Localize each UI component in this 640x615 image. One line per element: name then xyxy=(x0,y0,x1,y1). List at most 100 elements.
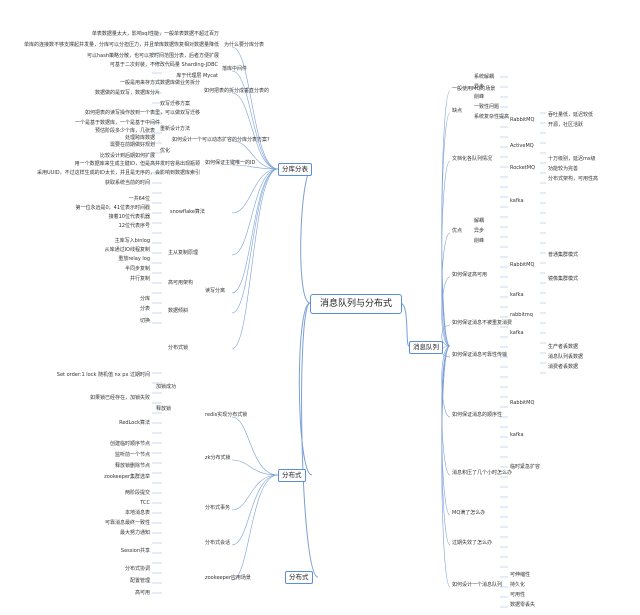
node-text: 普通集群模式 xyxy=(548,252,579,258)
node-text: 监听前一个节点 xyxy=(114,452,150,458)
node-text: ActiveMQ xyxy=(510,143,534,149)
node-text: 为什么要分库分表 xyxy=(224,42,265,48)
connector xyxy=(231,474,279,511)
connector xyxy=(231,92,279,170)
node-text: 可用性 xyxy=(510,592,526,598)
node-text: 异步 xyxy=(474,228,485,234)
node-text: 如何设计一个可以动态扩容的分库分表方案? xyxy=(172,137,270,143)
node-text: 获取系统当前的时间 xyxy=(104,180,150,186)
node-text: 如何把表的拆分成垂直分表的 xyxy=(204,88,270,94)
node-text: 主从复制原理 xyxy=(168,250,199,256)
node-text: 本地消息表 xyxy=(124,510,150,516)
node-text: 单表数据量太大，影响sql性能，一般单表数据不超过百万 xyxy=(91,31,219,37)
node-text: 第一位永远是0，41位表示时间戳 xyxy=(75,205,150,211)
node-text: RabbitMQ xyxy=(510,117,535,123)
node-text: 可伸缩性 xyxy=(510,572,531,578)
node-text: snowflake算法 xyxy=(170,209,205,215)
node-text: 从库通过IO线程复制 xyxy=(104,247,150,253)
node-text: Set order:1 lock 随机值 nx px 过期时间 xyxy=(56,372,150,378)
node-text: 落库中间件 xyxy=(222,66,248,72)
node-text: MQ满了怎么办 xyxy=(452,510,486,516)
node-text: kafka xyxy=(510,330,524,336)
node-text: 消费者丢数据 xyxy=(548,364,579,370)
central-topic[interactable]: 消息队列与分布式 xyxy=(310,294,402,314)
connector xyxy=(231,168,279,214)
node-text: 十万级别，延迟ms级 xyxy=(548,156,596,162)
branch-mq[interactable]: 消息队列 xyxy=(409,341,443,354)
node-text: 重放relay log xyxy=(118,256,150,262)
connector xyxy=(231,168,279,350)
connector xyxy=(301,302,319,578)
connector xyxy=(231,168,279,314)
node-text: 半同步复制 xyxy=(124,266,150,272)
node-text: RedLock算法 xyxy=(119,420,150,426)
node-text: 高可用架构 xyxy=(168,280,194,286)
node-text: 如何把表的读写操作放到一个表里，可以做双写迁移 xyxy=(84,110,200,116)
node-text: 高可用 xyxy=(134,590,150,596)
connector xyxy=(231,46,279,170)
node-text: 系统复杂性提高 xyxy=(474,114,510,120)
node-text: 释放锁删除节点 xyxy=(114,463,150,469)
node-text: zookeeper集群选举 xyxy=(104,474,150,480)
branch-distributed-1[interactable]: 分布式 xyxy=(278,469,306,482)
node-text: 重新设计方法 xyxy=(160,126,191,132)
node-text: 创建临时顺序节点 xyxy=(109,441,150,447)
node-text: 一共64位 xyxy=(128,196,150,202)
node-text: 文档化各队列情况 xyxy=(452,156,493,162)
node-text: 如何保证消息可靠性传输 xyxy=(452,352,508,358)
node-text: 一般使用MQ的场景 xyxy=(452,86,496,92)
node-text: 采用UUID，不过这样生成的ID太长，并且是无序的，会影响到数据库索引 xyxy=(37,170,200,176)
node-text: 吞吐量低，延迟较低 xyxy=(548,112,594,118)
node-text: 解耦 xyxy=(474,218,485,224)
node-text: 配置管理 xyxy=(129,578,150,584)
node-text: 一个是基于数据库，一个是基于中间件 xyxy=(74,120,160,126)
node-text: 数据零丢失 xyxy=(510,602,536,608)
connector xyxy=(441,276,451,347)
node-text: 消息队列丢数据 xyxy=(548,354,584,360)
connector xyxy=(231,140,279,170)
node-text: 如何保证消息的顺序性 xyxy=(452,412,503,418)
node-text: 分库 xyxy=(139,296,150,302)
node-text: 一般是用来存方式数据库做业务拆分 xyxy=(119,80,200,86)
node-text: 一致性问题 xyxy=(474,104,500,110)
node-text: 两阶段提交 xyxy=(124,490,150,496)
node-text: 预估阶段多少个库，几张表 xyxy=(94,128,155,134)
node-text: 可靠消息最终一致性 xyxy=(104,520,150,526)
node-text: TCC xyxy=(140,500,150,506)
node-text: 分布式会话 xyxy=(205,540,231,546)
connector xyxy=(231,474,279,581)
node-text: zookeeper应用场景 xyxy=(205,575,251,581)
node-text: 削峰 xyxy=(474,238,485,244)
node-text: 双写迁移方案 xyxy=(160,101,191,107)
connector xyxy=(231,474,279,546)
branch-sharding[interactable]: 分库分表 xyxy=(278,163,312,176)
node-text: kafka xyxy=(510,432,524,438)
connector xyxy=(231,70,279,170)
connector xyxy=(231,168,279,256)
node-text: 镜像集群模式 xyxy=(548,276,579,282)
node-text: 释放锁 xyxy=(156,406,172,412)
node-text: 如何保证高可用 xyxy=(452,272,488,278)
node-text: 如何保证主键唯一的ID xyxy=(205,160,256,166)
node-text: 持久化 xyxy=(510,582,526,588)
node-text: 消息积压了几个小时怎么办 xyxy=(452,470,513,476)
node-text: kafka xyxy=(510,198,524,204)
connector xyxy=(300,168,313,304)
node-text: 分布式事务 xyxy=(205,505,231,511)
connector xyxy=(441,345,451,418)
node-text: 生产者丢数据 xyxy=(548,344,579,350)
branch-distributed-2[interactable]: 分布式 xyxy=(285,571,313,584)
connector xyxy=(441,345,451,588)
node-text: zk分布式锁 xyxy=(205,455,231,461)
node-text: 库于代理层 Mycat xyxy=(176,73,218,79)
node-text: 过期失效了怎么办 xyxy=(452,540,493,546)
node-text: 可基于二次封装，不修改代码量 Sharding-JDBC xyxy=(109,62,218,68)
node-text: 需要在前期做好规划 xyxy=(109,142,155,148)
connector xyxy=(231,168,279,294)
node-text: Session共享 xyxy=(120,548,150,554)
node-text: 缺点 xyxy=(452,108,463,114)
node-text: 分布式架构，可用性高 xyxy=(548,176,599,182)
node-text: 最大努力通知 xyxy=(119,530,150,536)
